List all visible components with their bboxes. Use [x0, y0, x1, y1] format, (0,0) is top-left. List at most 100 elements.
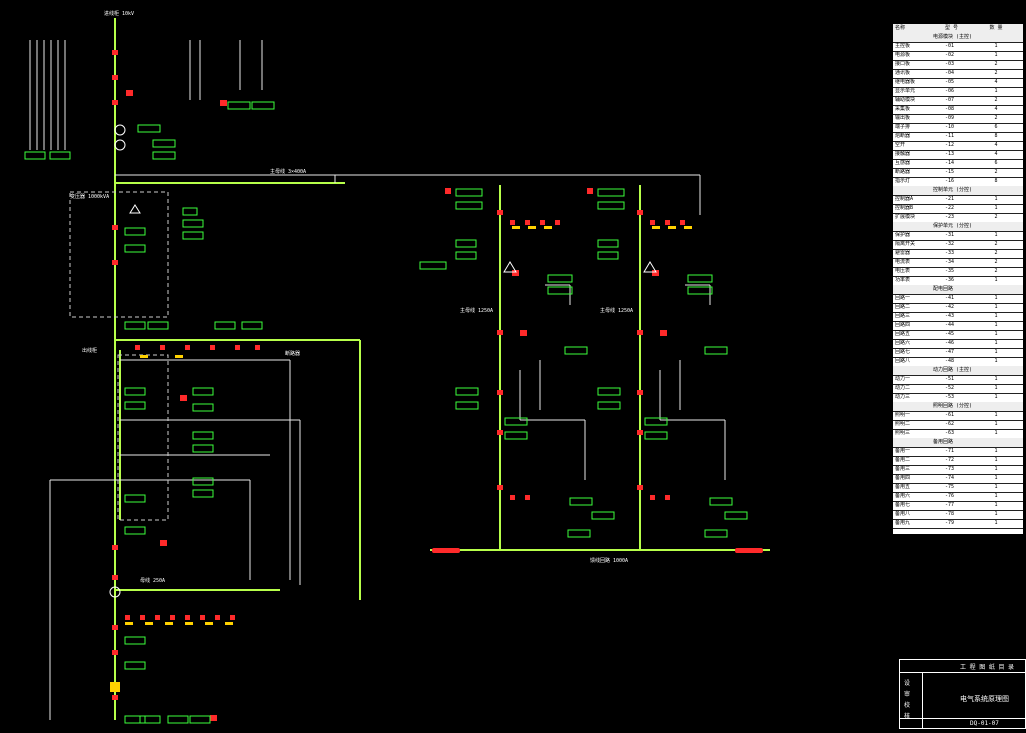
legend-cell: 回路一 [895, 295, 911, 301]
legend-cell: 2 [994, 115, 998, 121]
legend-section-label: 电源模块 (主控) [933, 34, 973, 40]
legend-cell: -77 [945, 502, 955, 508]
legend-cell: -63 [945, 430, 955, 436]
legend-row: 回路七 -47 1 [893, 348, 1023, 358]
legend-cell: 照明三 [895, 430, 911, 436]
legend-cell: 1 [994, 430, 998, 436]
legend-cell: -15 [945, 169, 955, 175]
legend-section-label: 配电回路 [933, 286, 954, 292]
legend-cell: -47 [945, 349, 955, 355]
legend-cell: 动力一 [895, 376, 911, 382]
legend-cell: 照明一 [895, 412, 911, 418]
legend-cell: -01 [945, 43, 955, 49]
legend-cell: 采集板 [895, 106, 911, 112]
legend-cell: 空开 [895, 142, 906, 148]
legend-cell: -75 [945, 484, 955, 490]
legend-cell: 4 [994, 151, 998, 157]
legend-cell: 避雷器 [895, 250, 911, 256]
legend-cell: 熔断器 [895, 133, 911, 139]
legend-cell: 备用五 [895, 484, 911, 490]
red-breakers [112, 50, 667, 721]
legend-section-label: 控制单元 (分控) [933, 187, 973, 193]
legend-cell: 保护器 [895, 232, 911, 238]
green-label-boxes [24, 101, 748, 724]
legend-cell: 1 [994, 349, 998, 355]
legend-cell: -22 [945, 205, 955, 211]
legend-cell: 备用六 [895, 493, 911, 499]
legend-cell: 备用三 [895, 466, 911, 472]
legend-section-title: 备用回路 [893, 438, 1023, 448]
legend-cell: 电流表 [895, 259, 911, 265]
legend-cell: 备用二 [895, 457, 911, 463]
legend-cell: -08 [945, 106, 955, 112]
legend-section-title: 照明回路 (分控) [893, 402, 1023, 412]
legend-cell: -45 [945, 331, 955, 337]
bus-end-markers [110, 548, 763, 692]
legend-section-label: 保护单元 (分控) [933, 223, 973, 229]
legend-cell: 2 [994, 268, 998, 274]
title-block: 工 程 图 纸 目 录 电气系统原理图 DQ-01-07 设 审 校 核 [899, 659, 1026, 729]
legend-cell: 备用九 [895, 520, 911, 526]
drawing-number: DQ-01-07 [970, 720, 999, 727]
legend-cell: 1 [994, 88, 998, 94]
legend-cell: 回路七 [895, 349, 911, 355]
legend-cell: 备用一 [895, 448, 911, 454]
legend-cell: 电源板 [895, 52, 911, 58]
legend-cell: -05 [945, 79, 955, 85]
legend-cell: 1 [994, 313, 998, 319]
legend-cell: 2 [994, 169, 998, 175]
legend-cell: 2 [994, 70, 998, 76]
legend-row: 断路器 -15 2 [893, 168, 1023, 178]
legend-cell: 断路器 [895, 169, 911, 175]
legend-cell: 输出板 [895, 115, 911, 121]
legend-row: 采集板 -08 4 [893, 105, 1023, 115]
legend-cell: -36 [945, 277, 955, 283]
legend-cell: 1 [994, 484, 998, 490]
legend-cell: 4 [994, 142, 998, 148]
legend-cell: -21 [945, 196, 955, 202]
legend-cell: -52 [945, 385, 955, 391]
legend-cell: -78 [945, 511, 955, 517]
legend-cell: -02 [945, 52, 955, 58]
legend-cell: -71 [945, 448, 955, 454]
legend-cell: 功率表 [895, 277, 911, 283]
drawing-title: 电气系统原理图 [960, 695, 1009, 703]
green-bus-lines [114, 18, 770, 720]
legend-cell: -61 [945, 412, 955, 418]
legend-cell: -09 [945, 115, 955, 121]
legend-cell: 数 量 [989, 25, 1003, 31]
legend-cell: 型 号 [945, 25, 959, 31]
legend-cell: 8 [994, 133, 998, 139]
row-label-4: 核 [904, 713, 911, 720]
legend-cell: 继电器板 [895, 79, 916, 85]
legend-cell: -34 [945, 259, 955, 265]
legend-cell: -79 [945, 520, 955, 526]
legend-cell: -46 [945, 340, 955, 346]
legend-cell: 端子排 [895, 124, 911, 130]
legend-cell: -13 [945, 151, 955, 157]
title-block-heading: 工 程 图 纸 目 录 [960, 664, 1015, 671]
legend-cell: 4 [994, 106, 998, 112]
legend-cell: -16 [945, 178, 955, 184]
legend-cell: 动力二 [895, 385, 911, 391]
legend-cell: 备用八 [895, 511, 911, 517]
legend-cell: -06 [945, 88, 955, 94]
legend-cell: -23 [945, 214, 955, 220]
legend-cell: 备用七 [895, 502, 911, 508]
main-bus-label: 主母线 3×400A [270, 168, 306, 175]
legend-cell: 接口板 [895, 61, 911, 67]
row-label-2: 审 [904, 691, 911, 698]
